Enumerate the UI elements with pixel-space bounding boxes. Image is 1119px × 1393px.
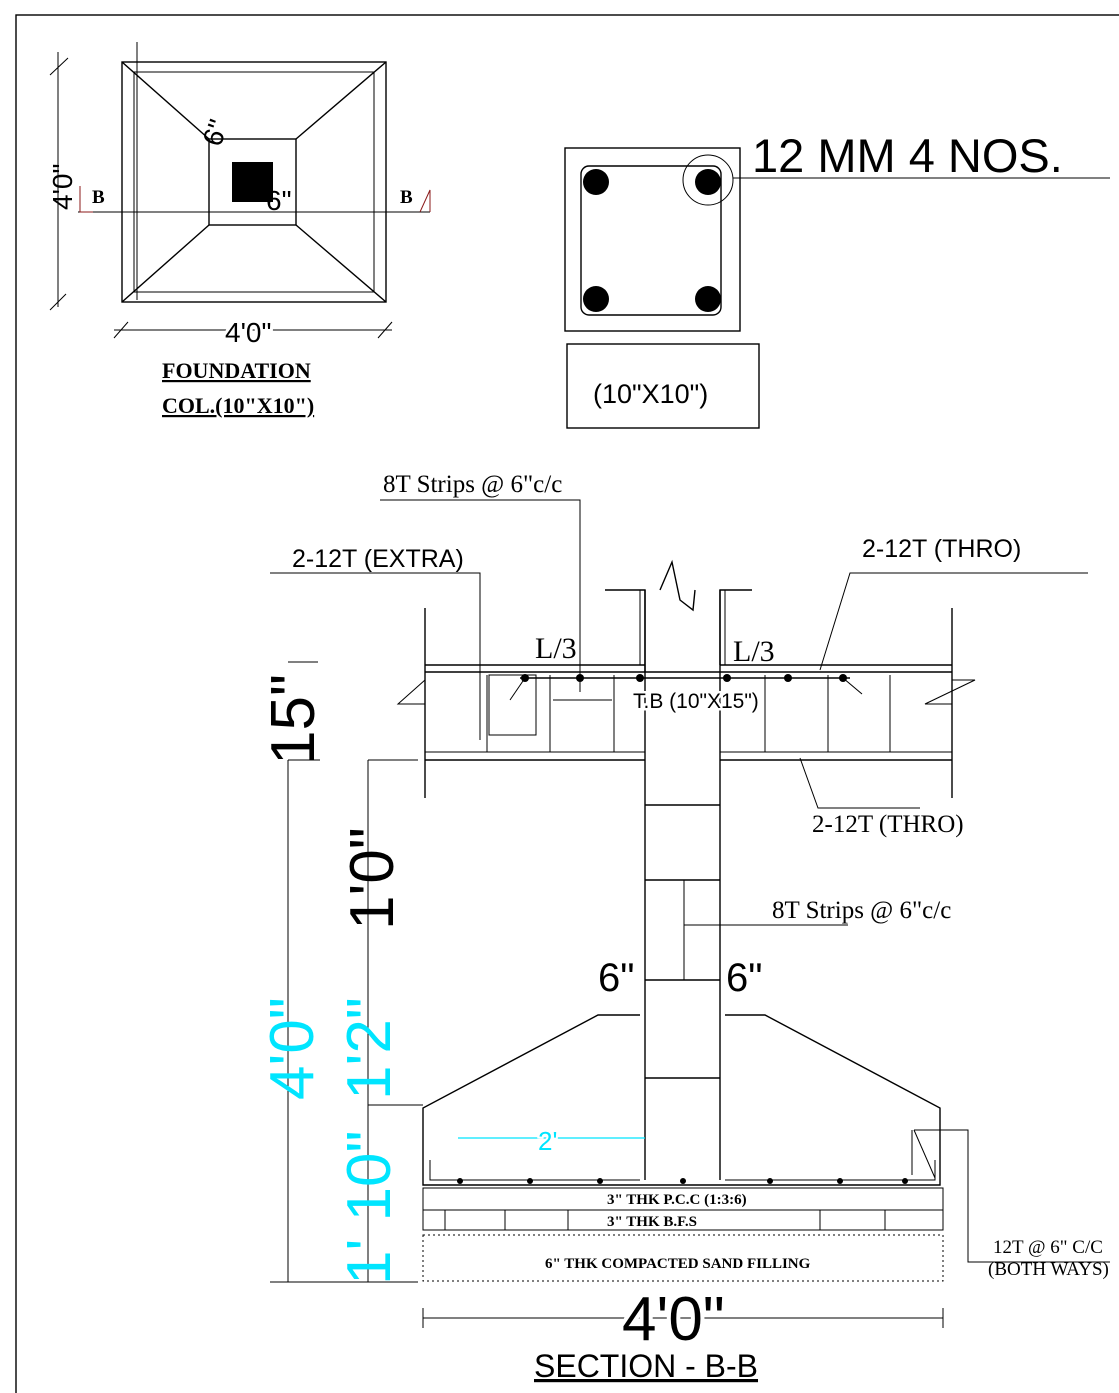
plan-dim-width: 4'0" (225, 317, 271, 348)
plan-dim-height: 4'0" (47, 164, 78, 210)
dim-15-label: 15" (259, 674, 328, 765)
column-section: 12 MM 4 NOS. (10"X10") (564, 129, 1110, 429)
mesh-label-line2: (BOTH WAYS) (988, 1259, 1109, 1280)
section-dim-width: 4'0" (622, 1285, 725, 1354)
plan-dim-col-side: 6" (266, 185, 292, 216)
dim-1-10-cyan-label: 1' 10" (335, 1130, 404, 1285)
section-title: SECTION - B-B (534, 1348, 758, 1384)
bfs-layer (422, 1209, 944, 1231)
sand-layer (422, 1234, 944, 1282)
dim-6-left-label: 6" (598, 956, 634, 1000)
pcc-label: 3" THK P.C.C (1:3:6) (607, 1192, 747, 1208)
sheet-border (15, 14, 1119, 1393)
strips-mid-label: 8T Strips @ 6"c/c (772, 897, 951, 924)
plan-dim-col-top: 6" (197, 115, 235, 150)
thro-top-label: 2-12T (THRO) (862, 535, 1021, 563)
plan-title-line2: COL.(10"X10") (162, 393, 314, 418)
l3-right-label: L/3 (733, 635, 775, 668)
section-bb: 8T Strips @ 6"c/c 2-12T (EXTRA) 2-12T (T… (258, 471, 1110, 1384)
dim-6-right-label: 6" (726, 956, 762, 1000)
column-bars-label: 12 MM 4 NOS. (752, 129, 1063, 182)
thro-bottom-label: 2-12T (THRO) (812, 811, 964, 838)
foundation-plan: B B 4'0" 4'0" 6" 6" FOUNDATION COL.(10"X… (47, 42, 431, 418)
strips-top-label: 8T Strips @ 6"c/c (383, 471, 562, 498)
plan-title-line1: FOUNDATION (162, 358, 311, 383)
section-mark-left: B (92, 187, 105, 208)
dim-4-0-cyan-label: 4'0" (258, 997, 327, 1100)
column-block (232, 162, 273, 202)
dim-2-cyan-label: 2' (538, 1126, 557, 1156)
l3-left-label: L/3 (535, 632, 577, 665)
bfs-label: 3" THK B.F.S (607, 1214, 697, 1230)
tie-beam-label: T.B (10"X15") (633, 690, 759, 713)
dim-1-0-label: 1'0" (338, 827, 407, 930)
dim-1-2-cyan-label: 1'2" (335, 997, 404, 1100)
extra-bars-label: 2-12T (EXTRA) (292, 545, 464, 573)
mesh-label-line1: 12T @ 6" C/C (993, 1237, 1103, 1258)
sand-label: 6" THK COMPACTED SAND FILLING (545, 1256, 811, 1272)
section-mark-right: B (400, 187, 413, 208)
column-size-label: (10"X10") (593, 379, 708, 409)
